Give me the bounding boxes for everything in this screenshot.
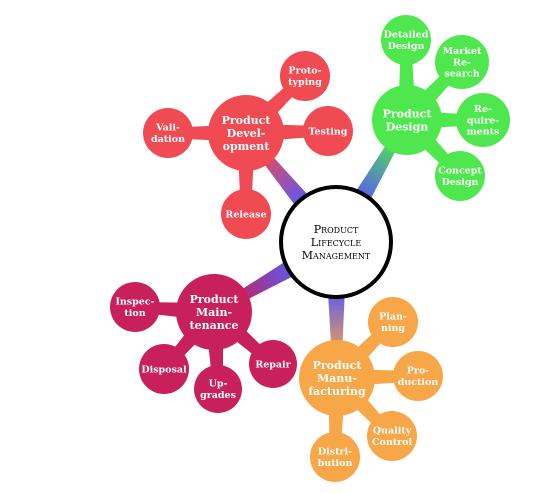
leaf-label-manufacturing-1-line: Pro- [407, 366, 429, 377]
leaf-label-design-2: Re-quire-ments [467, 104, 500, 137]
hub-label-maintenance-line: Main- [196, 306, 232, 319]
hub-label-manufacturing-line: Manu- [317, 372, 357, 385]
leaf-link-design-3 [400, 113, 464, 180]
leaf-link-development-3 [237, 133, 255, 214]
root-node[interactable] [279, 185, 393, 299]
leaf-label-design-2-line: ments [467, 127, 500, 138]
leaf-label-design-3-line: Concept [438, 166, 482, 177]
leaf-label-manufacturing-3: Distri-bution [318, 447, 353, 469]
leaf-link-maintenance-1 [160, 306, 221, 373]
leaf-label-maintenance-0-line: Inspec- [115, 297, 154, 308]
leaf-link-development-2 [168, 124, 246, 142]
leaf-link-manufacturing-3 [328, 377, 346, 458]
leaf-label-maintenance-3-line: Repair [255, 359, 291, 370]
leaf-link-development-0 [239, 72, 309, 140]
leaf-link-design-0 [398, 39, 416, 121]
leaf-label-development-2: Vali-dation [151, 123, 185, 145]
leaf-label-development-3-line: Release [225, 209, 266, 220]
hub-label-development-line: Devel- [227, 127, 266, 140]
leaf-label-maintenance-0: Inspec-tion [115, 297, 154, 319]
leaf-link-manufacturing-2 [330, 371, 396, 440]
leaf-label-maintenance-1: Disposal [141, 364, 187, 375]
leaf-label-design-2-line: quire- [467, 115, 499, 126]
leaf-node-development-1[interactable] [303, 106, 353, 156]
leaf-link-maintenance-0 [134, 302, 215, 321]
root-label-line: Lifecycle [311, 236, 362, 249]
leaf-label-manufacturing-1-line: duction [398, 377, 439, 388]
leaf-label-maintenance-2-line: grades [200, 390, 236, 401]
leaf-label-development-0-line: Proto- [288, 66, 321, 77]
hub-label-maintenance-line: tenance [190, 319, 239, 332]
hub-label-development-line: Product [222, 114, 272, 127]
leaf-label-design-0-line: Design [388, 41, 425, 52]
leaf-label-design-1-line: Re- [453, 57, 471, 68]
root-label-line: Management [302, 249, 371, 262]
leaf-label-manufacturing-3-line: bution [318, 458, 353, 469]
leaf-label-development-0: Proto-typing [288, 66, 322, 88]
leaf-label-design-1-line: Market [443, 46, 482, 57]
leaf-label-development-0-line: typing [288, 77, 322, 88]
leaf-label-maintenance-3: Repair [255, 359, 291, 370]
leaf-link-development-1 [245, 124, 329, 142]
leaf-label-design-2-line: Re- [474, 104, 492, 115]
root-label-line: Product [314, 223, 359, 236]
leaf-label-maintenance-2-line: Up- [209, 379, 228, 390]
leaf-label-development-3: Release [225, 209, 266, 220]
leaf-label-development-2-line: Vali- [155, 123, 180, 134]
leaf-label-design-1-line: search [444, 69, 479, 80]
leaf-label-maintenance-0-line: tion [124, 308, 145, 319]
leaf-label-manufacturing-3-line: Distri- [318, 447, 352, 458]
leaf-label-maintenance-1-line: Disposal [141, 364, 187, 375]
leaf-label-development-1-line: Testing [309, 126, 348, 137]
leaf-link-maintenance-2 [205, 311, 223, 390]
leaf-label-manufacturing-0-line: Plan- [379, 312, 407, 323]
leaf-label-development-2-line: dation [151, 134, 185, 145]
hub-label-maintenance-line: Product [190, 293, 240, 306]
hub-label-manufacturing-line: facturing [308, 385, 366, 398]
leaf-link-maintenance-3 [208, 305, 277, 368]
leaf-link-manufacturing-1 [336, 369, 419, 387]
leaf-label-manufacturing-2-line: Control [372, 437, 413, 448]
leaf-label-manufacturing-1: Pro-duction [398, 366, 439, 388]
leaf-label-maintenance-2: Up-grades [200, 379, 236, 401]
hub-label-development-line: opment [223, 140, 271, 153]
hub-label-design-line: Product [383, 107, 433, 120]
hub-label-manufacturing-line: Product [313, 359, 363, 372]
leaf-link-manufacturing-0 [330, 318, 397, 385]
leaf-label-manufacturing-2-line: Quality [373, 426, 412, 437]
leaf-link-design-1 [400, 58, 466, 127]
leaf-link-design-2 [407, 111, 483, 129]
leaf-label-manufacturing-0: Plan-ning [379, 312, 407, 334]
hub-label-design-line: Design [386, 120, 429, 133]
leaf-label-development-1: Testing [309, 126, 348, 137]
leaf-label-design-3-line: Design [442, 177, 479, 188]
leaf-label-manufacturing-0-line: ning [381, 323, 405, 334]
leaf-label-design-0-line: Detailed [384, 30, 429, 41]
